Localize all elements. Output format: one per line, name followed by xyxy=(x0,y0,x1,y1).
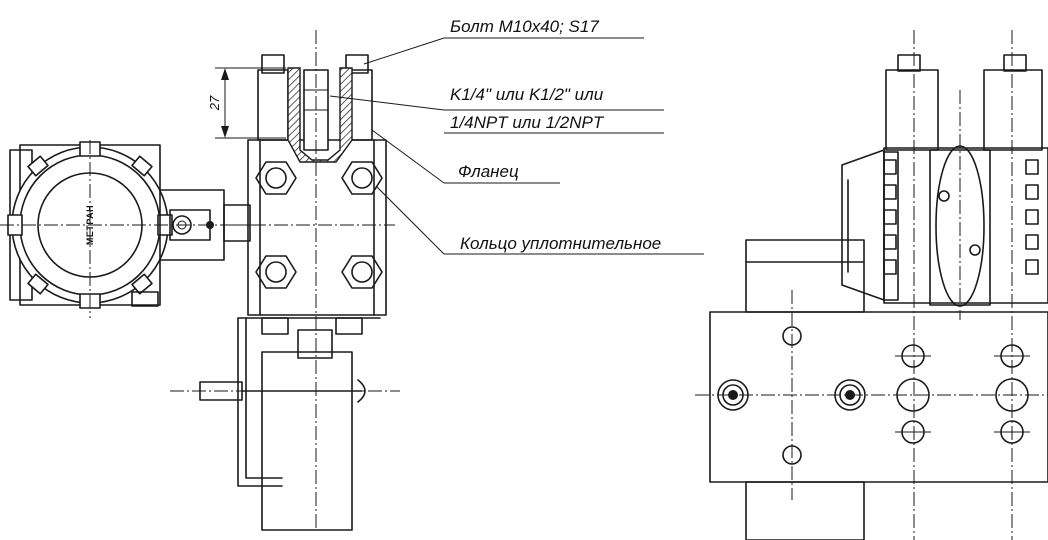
manifold-port xyxy=(717,379,749,411)
flange-nut xyxy=(255,255,297,289)
right-view xyxy=(695,30,1048,540)
mounting-bracket xyxy=(199,317,381,531)
left-view: МЕТРАН xyxy=(0,30,400,531)
connection-port-section xyxy=(287,67,353,163)
callout-thread-1: K1/4" или K1/2" или xyxy=(450,85,604,104)
flange-nut xyxy=(341,161,383,195)
callout-thread-2: 1/4NPT или 1/2NPT xyxy=(450,113,605,132)
callout-bolt: Болт М10х40; S17 xyxy=(450,17,599,36)
callout-flange: Фланец xyxy=(458,162,519,181)
flange-nut xyxy=(341,255,383,289)
dimension-value: 27 xyxy=(207,95,222,111)
callout-seal-ring: Кольцо уплотнительное xyxy=(460,234,661,253)
flange-nut xyxy=(255,161,297,195)
manifold-port xyxy=(834,379,866,411)
dimension-27: 27 xyxy=(207,67,286,139)
callouts: Болт М10х40; S17 K1/4" или K1/2" или 1/4… xyxy=(329,17,704,255)
cooling-fins xyxy=(883,159,1039,275)
